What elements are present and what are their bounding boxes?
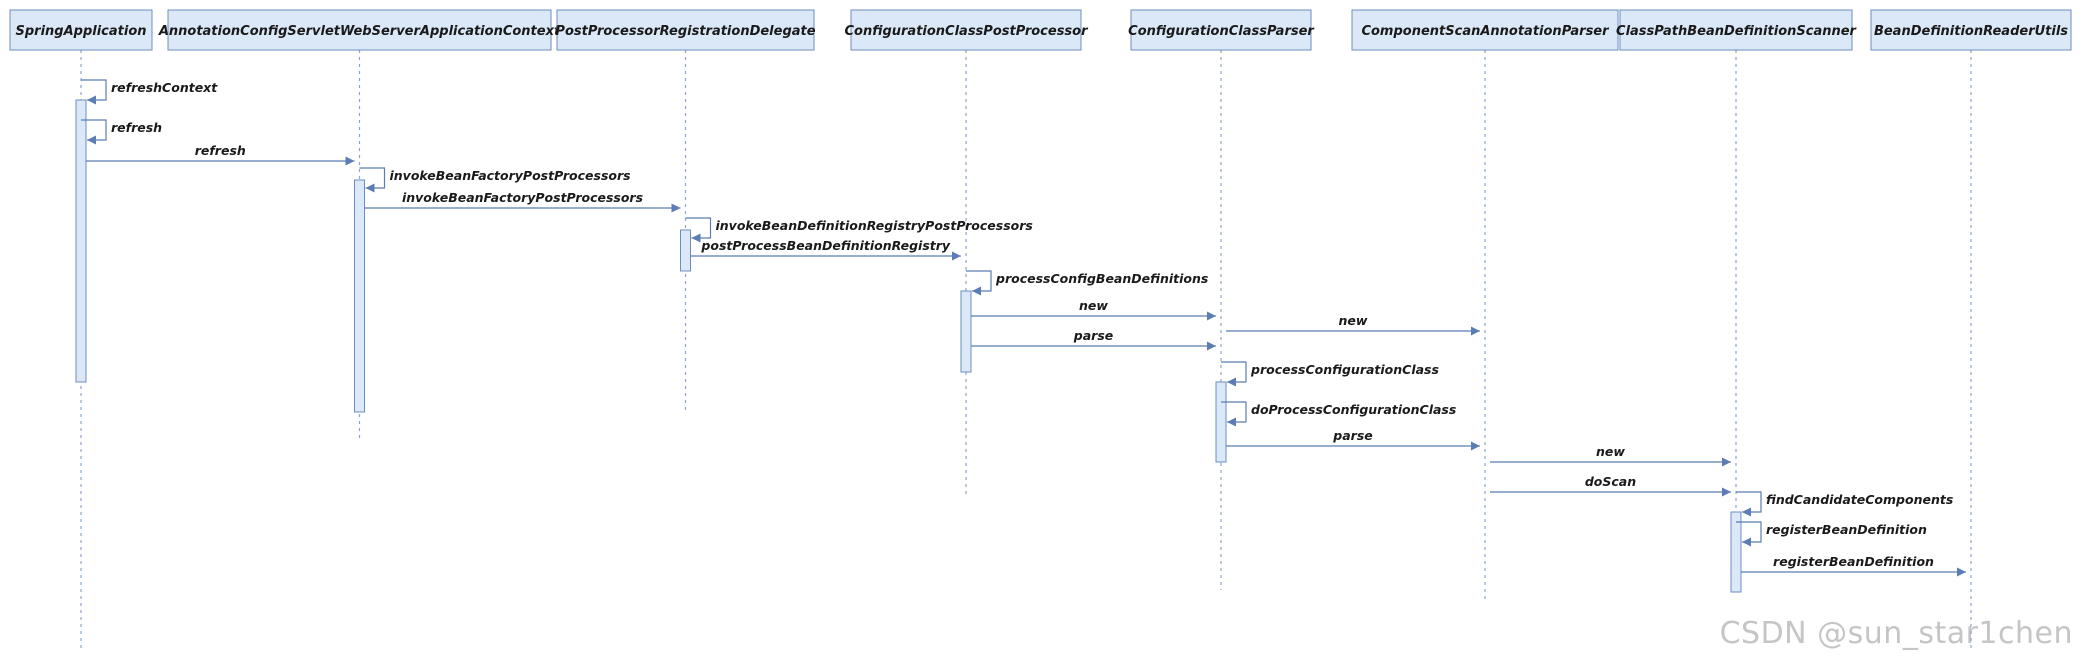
participant-label: AnnotationConfigServletWebServerApplicat… — [158, 24, 561, 39]
participant-box — [9, 9, 153, 51]
message-register-bean-definition: registerBeanDefinition — [1736, 521, 1927, 547]
activation-bar — [75, 99, 87, 383]
message-label: findCandidateComponents — [1766, 492, 1953, 507]
message-post-process-bean-definition-registry: postProcessBeanDefinitionRegistry — [690, 238, 961, 261]
message-label: invokeBeanFactoryPostProcessors — [402, 190, 643, 205]
self-call-arrow — [1736, 491, 1762, 517]
message-invoke-bean-factory-post-processors: invokeBeanFactoryPostProcessors — [364, 190, 681, 213]
message-label: processConfigBeanDefinitions — [995, 271, 1208, 286]
participant-box — [167, 9, 552, 51]
message-label: postProcessBeanDefinitionRegistry — [700, 238, 951, 253]
participant-label: ComponentScanAnnotationParser — [1361, 24, 1610, 39]
participant-bean-definition-reader-utils: BeanDefinitionReaderUtils — [1870, 9, 2072, 51]
message-do-process-configuration-class: doProcessConfigurationClass — [1221, 401, 1456, 427]
message-new: new — [1226, 313, 1480, 336]
participant-label: PostProcessorRegistrationDelegate — [555, 24, 815, 39]
message-process-configuration-class: processConfigurationClass — [1221, 361, 1439, 387]
self-call-arrow — [966, 270, 992, 296]
message-register-bean-definition: registerBeanDefinition — [1741, 554, 1966, 577]
message-refresh: refresh — [86, 143, 355, 166]
message-find-candidate-components: findCandidateComponents — [1736, 491, 1953, 517]
message-label: refresh — [111, 120, 162, 135]
self-call-arrow — [81, 79, 107, 105]
message-parse: parse — [1226, 428, 1480, 451]
participant-spring-application: SpringApplication — [9, 9, 153, 51]
message-process-config-bean-definitions: processConfigBeanDefinitions — [966, 270, 1208, 296]
message-new: new — [971, 298, 1216, 321]
participant-label: BeanDefinitionReaderUtils — [1874, 24, 2068, 39]
participant-post-processor-registration-delegate: PostProcessorRegistrationDelegate — [555, 9, 816, 51]
activation-bar — [680, 229, 691, 272]
participant-configuration-class-post-processor: ConfigurationClassPostProcessor — [844, 9, 1089, 51]
message-label: new — [1079, 298, 1108, 313]
participant-label: SpringApplication — [15, 24, 146, 39]
message-label: invokeBeanFactoryPostProcessors — [390, 168, 631, 183]
message-label: new — [1339, 313, 1368, 328]
self-call-arrow — [81, 119, 107, 145]
watermark-text: CSDN @sun_star1chen — [1719, 616, 2073, 651]
participant-label: ConfigurationClassParser — [1128, 24, 1315, 39]
message-label: new — [1596, 444, 1625, 459]
self-call-arrow — [685, 217, 712, 243]
message-label: refreshContext — [111, 80, 218, 95]
message-label: registerBeanDefinition — [1766, 522, 1927, 537]
message-label: registerBeanDefinition — [1773, 554, 1934, 569]
participant-label: ConfigurationClassPostProcessor — [844, 24, 1089, 39]
participant-box — [1870, 9, 2072, 51]
participant-label: ClassPathBeanDefinitionScanner — [1616, 24, 1858, 39]
message-invoke-bean-definition-registry-post-processors: invokeBeanDefinitionRegistryPostProcesso… — [685, 217, 1033, 243]
message-label: processConfigurationClass — [1250, 362, 1439, 377]
self-call-arrow — [1736, 521, 1762, 547]
message-new: new — [1490, 444, 1731, 467]
participant-box — [850, 9, 1082, 51]
self-call-arrow — [1221, 361, 1247, 387]
message-label: refresh — [195, 143, 246, 158]
participant-annotation-config-servlet-web-server-application-context: AnnotationConfigServletWebServerApplicat… — [158, 9, 561, 51]
message-label: invokeBeanDefinitionRegistryPostProcesso… — [716, 218, 1033, 233]
message-do-scan: doScan — [1490, 474, 1731, 497]
participant-component-scan-annotation-parser: ComponentScanAnnotationParser — [1351, 9, 1619, 51]
participant-box — [1619, 9, 1853, 51]
participant-class-path-bean-definition-scanner: ClassPathBeanDefinitionScanner — [1616, 9, 1858, 51]
participant-box — [556, 9, 815, 51]
participant-box — [1351, 9, 1619, 51]
message-invoke-bean-factory-post-processors: invokeBeanFactoryPostProcessors — [359, 167, 631, 193]
activation-bar — [960, 290, 972, 373]
activation-bar — [1730, 511, 1742, 593]
message-label: parse — [1073, 328, 1113, 343]
participant-configuration-class-parser: ConfigurationClassParser — [1128, 9, 1315, 51]
self-call-arrow — [1221, 401, 1247, 427]
message-refresh-context: refreshContext — [81, 79, 218, 105]
message-label: doProcessConfigurationClass — [1251, 402, 1456, 417]
self-call-arrow — [359, 167, 386, 193]
activation-bar — [354, 179, 365, 413]
participant-box — [1130, 9, 1312, 51]
activation-bar — [1215, 381, 1227, 463]
message-refresh: refresh — [81, 119, 162, 145]
message-label: parse — [1332, 428, 1372, 443]
message-label: doScan — [1585, 474, 1636, 489]
message-parse: parse — [971, 328, 1216, 351]
